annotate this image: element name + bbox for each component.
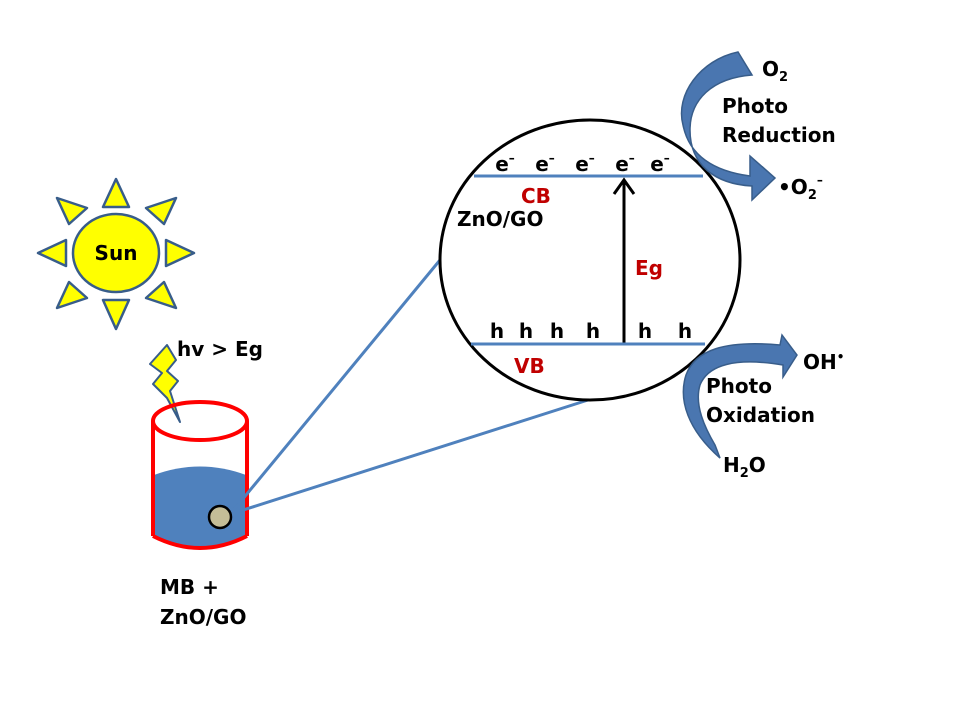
beaker-liquid [154,466,246,548]
sun-ray-bottom-left [55,280,89,310]
hole: h [638,319,652,343]
reduction-process: O2 Photo Reduction •O2– [680,51,836,203]
band-gap-arrowhead [612,177,636,195]
sun-ray-left [36,238,68,268]
light-energy-label: hv > Eg [177,337,263,361]
zoom-line-lower [236,398,589,514]
sun-rays [36,177,196,331]
sun-ray-bottom [101,298,131,331]
sun-ray-bottom-right [144,280,178,310]
beaker-rim [151,400,249,442]
beaker-label-line2: ZnO/GO [160,605,246,629]
sun-label: Sun [95,241,138,265]
beaker-label-line1: MB + [160,575,219,599]
electron: e– [495,151,515,176]
lightning-icon [149,344,181,423]
oxidation-reactant: H2O [723,453,766,481]
oxidation-arrow-icon [682,333,798,459]
oxidation-process-line2: Oxidation [706,403,815,427]
beaker-bottom [152,534,248,550]
vb-label: VB [514,354,545,378]
reduction-arrow-icon [680,51,777,202]
hole: h [678,319,692,343]
sun-ray-top-left [55,196,89,226]
zoom-line-upper [230,259,442,513]
catalyst-particle [207,504,233,530]
hole: h [550,319,564,343]
sun-body [71,212,161,294]
oxidation-product: OH• [803,350,844,374]
reduction-process-line1: Photo [722,94,788,118]
electrons: e– e– e– e– e– [495,151,670,176]
electron: e– [615,151,635,176]
sun-ray-top-right [144,196,178,226]
hole: h [586,319,600,343]
hole: h [490,319,504,343]
sun-ray-top [101,177,131,209]
electron: e– [535,151,555,176]
reduction-reactant: O2 [762,57,788,85]
beaker: MB + ZnO/GO [151,400,249,629]
electron: e– [650,151,670,176]
electron: e– [575,151,595,176]
oxidation-process: OH• Photo Oxidation H2O [682,333,844,481]
light-bolt: hv > Eg [149,337,263,423]
sun-ray-right [164,238,196,268]
reduction-process-line2: Reduction [722,123,836,147]
sun: Sun [36,177,196,331]
material-label: ZnO/GO [457,207,543,231]
reduction-product: •O2– [778,173,823,203]
zoom-lines [230,259,589,514]
cb-label: CB [521,184,551,208]
hole: h [519,319,533,343]
band-gap-label: Eg [635,256,663,280]
magnify-circle [438,118,742,402]
oxidation-process-line1: Photo [706,374,772,398]
